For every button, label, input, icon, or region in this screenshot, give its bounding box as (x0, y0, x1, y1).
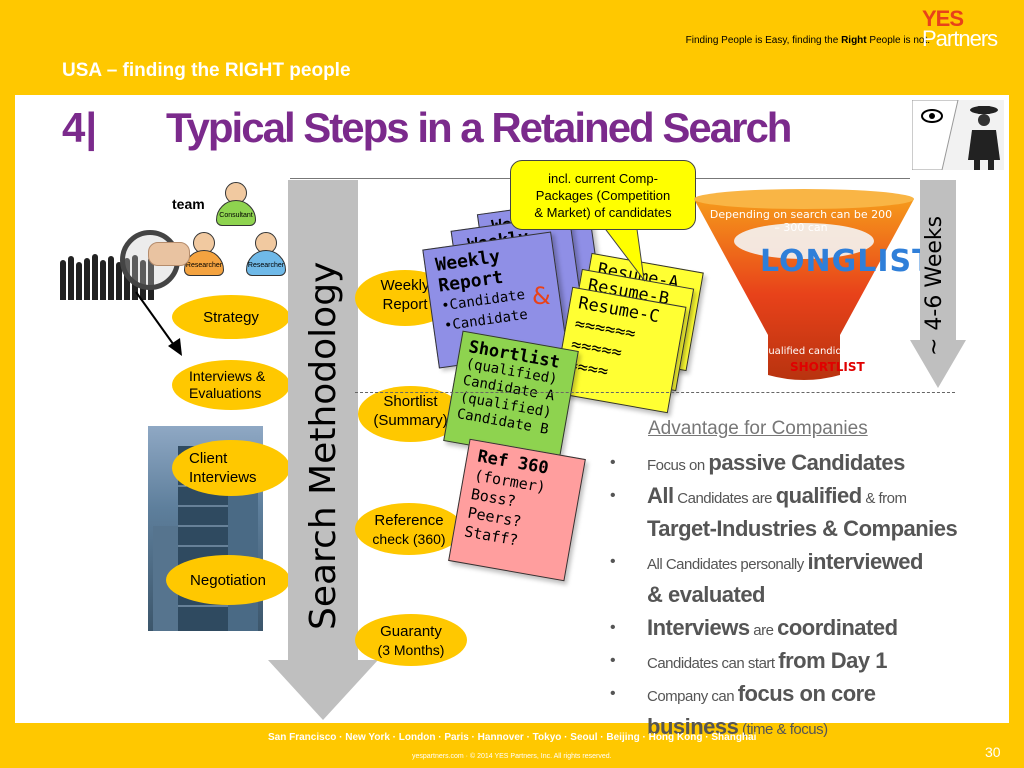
callout-tail-icon (599, 222, 645, 282)
shortlist-card: Shortlist (qualified) Candidate A (quali… (443, 330, 579, 462)
consultant-label: Consultant (219, 212, 253, 219)
shortlist-line-2: (Summary) (373, 412, 448, 429)
funnel-qualified-label: qualified candidates only (762, 346, 888, 357)
weeks-arrow-icon (910, 180, 966, 388)
hand-icon (148, 242, 190, 266)
researcher-label: Researcher (185, 262, 223, 269)
ampersand-label: & (532, 282, 551, 310)
researcher-icon: Researcher (182, 232, 226, 278)
advantage-item-continued: Target-Industries & Companies (647, 516, 958, 541)
client-line-2: Interviews (189, 469, 257, 486)
advantages-list: Focus on passive Candidates All Candidat… (610, 448, 1010, 745)
guaranty-line-1: Guaranty (380, 623, 442, 640)
step-reference-check: Reference check (360) (355, 503, 463, 555)
slide-subtitle: USA – finding the RIGHT people (62, 60, 351, 81)
funnel-shortlist-label: SHORTLIST (790, 360, 865, 374)
footer-copyright: yespartners.com · © 2014 YES Partners, I… (412, 753, 612, 760)
client-line-1: Client (189, 450, 228, 467)
funnel-longlist-label: LONGLIST (760, 244, 934, 279)
advantage-item: Company can focus on core (610, 679, 1010, 712)
consultant-icon: Consultant (214, 182, 258, 228)
callout-line: Packages (Competition (535, 188, 671, 203)
team-label: team (172, 196, 205, 212)
magnifier-icon (120, 230, 180, 290)
advantage-item: Focus on passive Candidates (610, 448, 1010, 481)
advantage-item-continued: & evaluated (647, 582, 766, 607)
dashed-divider (355, 392, 955, 393)
interviews-line-1: Interviews & (189, 368, 266, 384)
tagline: Finding People is Easy, finding the Righ… (685, 35, 930, 46)
interviews-line-2: Evaluations (189, 385, 262, 401)
advantage-item: All Candidates are qualified & from (610, 481, 1010, 514)
advantage-item-continued: business (time & focus) (647, 714, 828, 739)
step-guaranty: Guaranty (3 Months) (355, 614, 467, 666)
footer-cities: San Francisco · New York · London · Pari… (268, 732, 757, 743)
funnel-caption: Depending on search can be 200 – 300 can (709, 208, 893, 234)
spy-icon (911, 99, 1004, 171)
shortlist-line-1: Shortlist (383, 393, 438, 410)
slide-title: Typical Steps in a Retained Search (166, 104, 792, 151)
yes-partners-logo: YES Partners (912, 6, 1012, 56)
step-strategy: Strategy (172, 295, 290, 339)
callout-line: & Market) of candidates (534, 205, 672, 220)
researcher-icon: Researcher (244, 232, 288, 278)
step-negotiation: Negotiation (166, 555, 290, 605)
reference-line-2: check (360) (372, 531, 446, 547)
weekly-line-2: Report (382, 296, 428, 313)
search-methodology-label: Search Methodology (303, 261, 344, 630)
callout-box: incl. current Comp- Packages (Competitio… (510, 160, 696, 230)
methodology-arrow-icon (268, 180, 378, 720)
advantages-title: Advantage for Companies (648, 418, 868, 439)
callout-line: incl. current Comp- (548, 171, 658, 186)
logo-partners: Partners (922, 26, 998, 51)
reference-line-1: Reference (374, 512, 444, 529)
reference-360-card: Ref 360 (former) Boss? Peers? Staff? (448, 438, 586, 582)
step-interviews-evaluations: Interviews &Evaluations (172, 360, 290, 410)
weekly-line-1: Weekly (380, 277, 430, 294)
advantage-item: Interviews are coordinated (610, 613, 1010, 646)
advantage-item: Candidates can start from Day 1 (610, 646, 1010, 679)
logo-yes: YES (922, 6, 964, 31)
researcher-label: Researcher (247, 262, 285, 269)
advantage-item: All Candidates personally interviewed (610, 547, 1010, 580)
page-number: 30 (985, 744, 1001, 760)
guaranty-line-2: (3 Months) (377, 642, 445, 658)
funnel-graphic (694, 189, 914, 380)
weeks-duration-label: ~ 4-6 Weeks (922, 215, 947, 356)
arrow-down-right-icon (135, 291, 182, 356)
slide-number-label: 4| (62, 104, 98, 151)
